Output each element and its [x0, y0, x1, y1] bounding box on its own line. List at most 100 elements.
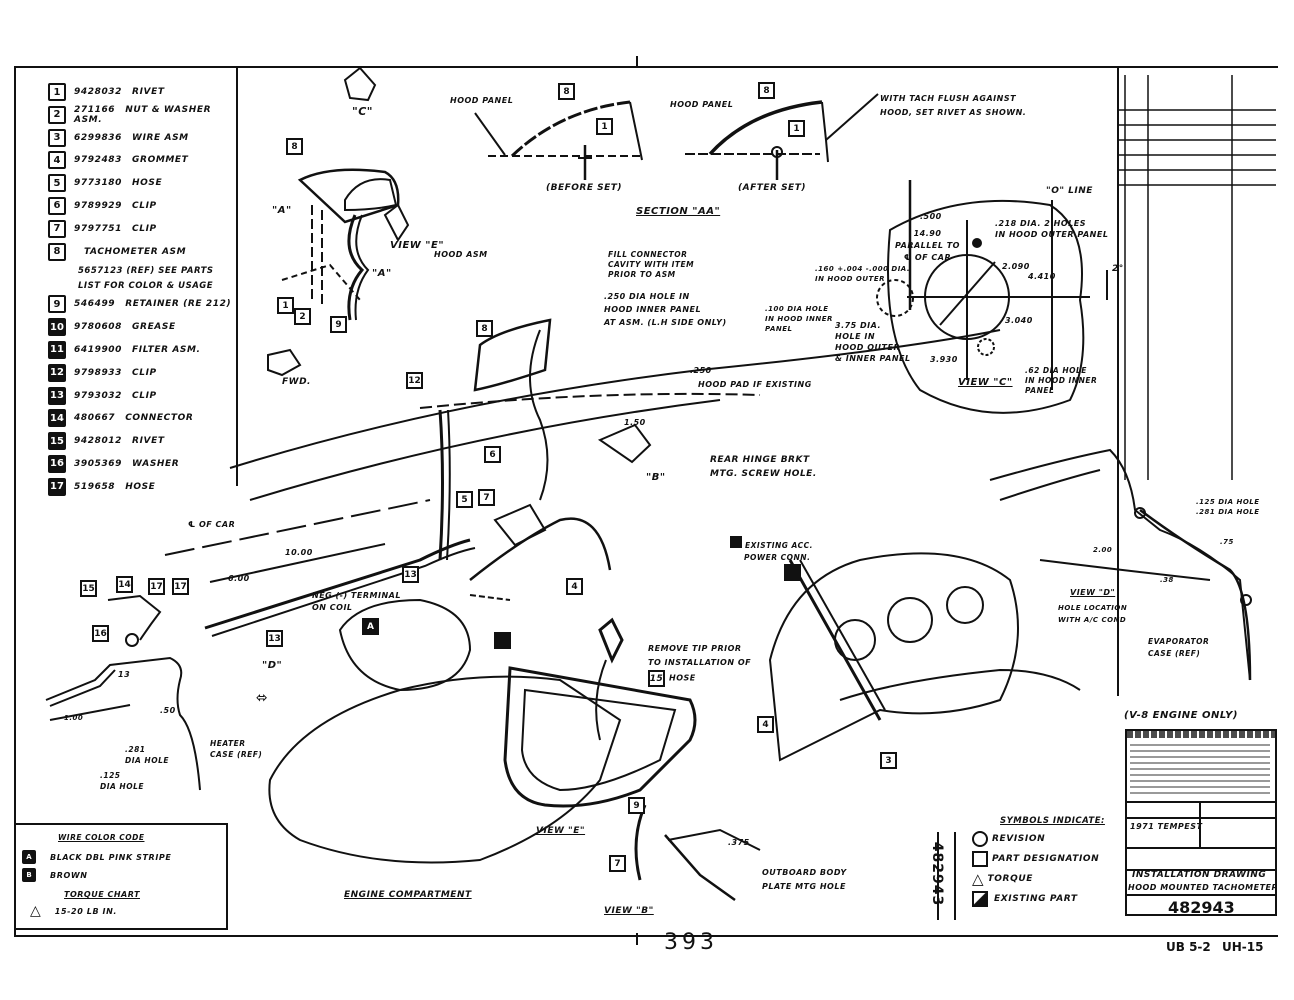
dim-600: 6.00	[228, 574, 250, 583]
dia-hole-label: DIA HOLE	[125, 756, 169, 765]
part-desc: HOSE	[132, 178, 163, 189]
torque-row: △ 15-20 LB IN.	[30, 903, 226, 919]
symbols-legend: SYMBOLS INDICATE: REVISION PART DESIGNAT…	[972, 816, 1105, 909]
part-desc: CONNECTOR	[125, 413, 194, 424]
part-no: 6299836	[74, 132, 123, 143]
callout-1: 1	[788, 120, 805, 137]
part-description: TACHOMETER ASM	[74, 247, 186, 257]
sheet-date: UH-15	[1222, 940, 1264, 954]
revision-table-lines	[1118, 75, 1276, 480]
symbols-title: SYMBOLS INDICATE:	[1000, 816, 1105, 826]
hood-assembly	[229, 318, 1001, 561]
parallel-line2: ℄ OF CAR	[903, 253, 952, 262]
part-number-box: 15	[48, 432, 66, 451]
hole-375-line3: HOOD OUTER	[835, 343, 901, 352]
callout-2: 2	[294, 308, 311, 325]
fill-conn-line2: CAVITY WITH ITEM	[608, 260, 695, 269]
title-block-lines	[1125, 729, 1277, 916]
dim-281-value: .281	[125, 745, 146, 754]
callout-8: 8	[758, 82, 775, 99]
title-line-1: INSTALLATION DRAWING	[1132, 870, 1267, 880]
vertical-drawing-number: 482943	[929, 841, 946, 907]
tach-note: LIST FOR COLOR & USAGE	[78, 281, 214, 292]
symbol-row: PART DESIGNATION	[972, 849, 1105, 869]
part-number-box: 14	[48, 409, 66, 428]
part-no: 546499	[74, 299, 116, 310]
part-desc: HOSE	[125, 481, 156, 492]
callout-7: 7	[609, 855, 626, 872]
evap-line1: EVAPORATOR	[1148, 637, 1210, 646]
part-desc: WASHER	[132, 458, 180, 469]
part-no: 9428012	[74, 436, 123, 447]
hole-62-line3: PANEL	[1025, 386, 1055, 395]
part-number-box: 5	[48, 174, 66, 193]
part-desc: WIRE ASM	[132, 132, 189, 143]
part-no: 519658	[74, 481, 116, 492]
callout-existing	[494, 632, 511, 649]
wire-code-row: A BLACK DBL PINK STRIPE	[22, 848, 226, 866]
view-d-arrow-icon: ⬄	[256, 690, 269, 706]
evap-line2: CASE (REF)	[1148, 649, 1201, 658]
engine-note: (V-8 ENGINE ONLY)	[1124, 710, 1238, 721]
part-desc: CLIP	[132, 200, 157, 211]
callout-16: 16	[92, 625, 109, 642]
dim-50: .50	[160, 706, 176, 715]
callout-7: 7	[478, 489, 495, 506]
part-desc: GROMMET	[132, 155, 189, 166]
before-set-label: (BEFORE SET)	[546, 183, 623, 193]
tach-exploded-view	[267, 66, 410, 377]
callout-13: 13	[266, 630, 283, 647]
callout-3: 3	[880, 752, 897, 769]
part-no: 9773180	[74, 178, 123, 189]
wire-torque-legend: WIRE COLOR CODE A BLACK DBL PINK STRIPE …	[14, 823, 228, 930]
callout-8: 8	[558, 83, 575, 100]
wire-code-b-label: BROWN	[50, 870, 88, 880]
view-d-title: VIEW "D"	[1070, 588, 1116, 597]
callout-12: 12	[406, 372, 423, 389]
part-no: 9793032	[74, 390, 123, 401]
symbol-revision-label: REVISION	[992, 834, 1046, 844]
view-b-arrow-label: "B"	[646, 472, 666, 483]
hole-100-line1: .100 DIA HOLE	[765, 305, 829, 313]
after-set-label: (AFTER SET)	[738, 183, 806, 193]
hole-218-line1: .218 DIA. 2 HOLES	[995, 219, 1086, 228]
d-125-label: .125 DIA HOLE	[1196, 498, 1260, 506]
part-desc: CLIP	[132, 367, 157, 378]
remove-tip-line2: TO INSTALLATION OF	[648, 658, 752, 667]
view-c-layout	[876, 180, 1108, 414]
view-e-title: VIEW "E"	[536, 826, 586, 836]
view-d-arrow-label: "D"	[262, 660, 283, 671]
part-number-box: 11	[48, 340, 66, 359]
remove-tip-line1: REMOVE TIP PRIOR	[648, 644, 742, 653]
parts-list-item: 5 9773180 HOSE	[48, 173, 238, 193]
callout-6: 6	[484, 446, 501, 463]
dim-2090: 2.090	[1002, 262, 1030, 271]
hole-loc-line1: HOLE LOCATION	[1058, 604, 1128, 612]
dim-125-value: .125	[100, 771, 121, 780]
sheet-reference: UB 5-2	[1166, 940, 1211, 954]
callout-17: 17	[148, 578, 165, 595]
hood-panel-label-after: HOOD PANEL	[670, 100, 734, 109]
symbol-torque-label: TORQUE	[987, 874, 1033, 884]
view-e-console	[503, 617, 697, 808]
view-d-evaporator	[989, 448, 1252, 681]
filled-square-icon	[972, 891, 988, 907]
part-number-box: 7	[48, 219, 66, 238]
d-38: .38	[1160, 576, 1174, 584]
part-desc: RIVET	[132, 436, 165, 447]
parts-list-item: 15 9428012 RIVET	[48, 431, 238, 451]
callout-14: 14	[116, 576, 133, 593]
model-name: 1971 TEMPEST	[1130, 822, 1203, 831]
